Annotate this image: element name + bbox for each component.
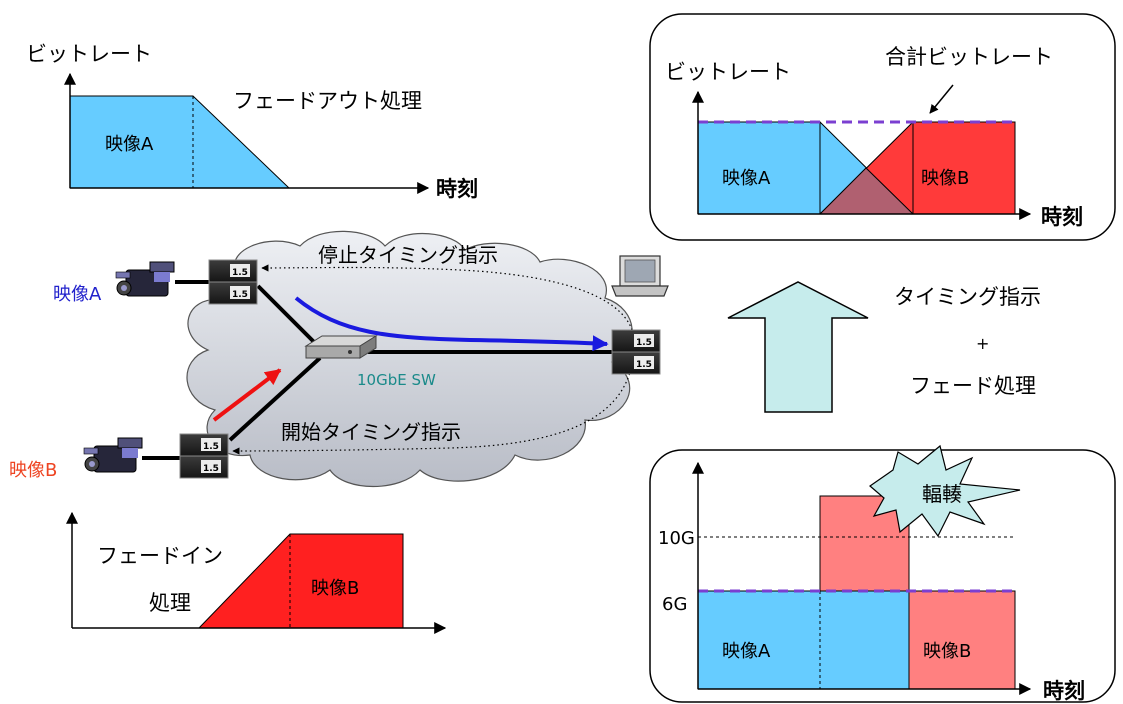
top-right-xlabel: 時刻 [1041,205,1083,229]
process-arrow: タイミング指示 + フェード処理 [727,281,1041,413]
fadeout-title: フェードアウト処理 [233,89,422,113]
bottom-right-panel: 輻輳 10G 6G 映像A 映像B 時刻 [649,444,1116,703]
fadeout-region-label: 映像A [105,134,154,155]
camera-a-icon [115,261,175,297]
video-b-flow-arrow [212,368,282,422]
stop-instruction-curve [261,264,633,331]
camera-b-icon [83,437,143,473]
network-cloud [186,230,633,487]
fadeout-chart: ビットレート フェードアウト処理 映像A 時刻 [26,42,478,201]
device-box-dest: 1.5 1.5 [611,329,661,375]
svg-text:1.5: 1.5 [636,360,652,370]
fadein-title-line2: 処理 [149,591,191,615]
stop-instruction-label: 停止タイミング指示 [318,243,498,267]
fadein-chart: フェードイン 処理 映像B [66,511,447,634]
device-box-a: 1.5 1.5 [208,259,258,305]
source-b-label: 映像B [9,460,57,481]
switch-device [304,335,378,359]
bottom-right-region-b [908,590,1016,690]
fadein-region-video-b [197,533,404,629]
network-diagram: 10GbE SW 1.5 1.5 1.5 1.5 1.5 1.5 [9,230,669,487]
top-right-region-b [912,121,1016,215]
top-right-region-a [697,121,821,215]
link-b-switch [228,356,322,442]
top-right-ylabel: ビットレート [665,60,791,84]
top-right-panel: ビットレート 合計ビットレート 映像A 映像B 時刻 [649,13,1116,241]
top-right-label-b: 映像B [921,168,969,189]
link-a-switch [256,284,322,350]
device-box-b: 1.5 1.5 [179,433,229,479]
tick-6g: 6G [662,594,687,615]
bottom-right-label-b: 映像B [923,641,971,662]
fadein-title-line1: フェードイン [97,544,223,568]
svg-text:1.5: 1.5 [203,464,219,474]
laptop-icon [611,255,669,297]
start-instruction-label: 開始タイミング指示 [281,420,461,444]
switch-label: 10GbE SW [357,371,436,389]
bottom-right-xlabel: 時刻 [1043,679,1085,703]
fadeout-ylabel: ビットレート [26,42,152,66]
arrow-text-line3: フェード処理 [910,374,1036,398]
arrow-text-line1: タイミング指示 [894,285,1041,309]
tick-10g: 10G [658,528,695,549]
fadeout-xlabel: 時刻 [436,177,478,201]
bottom-right-region-a [697,590,910,690]
svg-text:1.5: 1.5 [232,290,248,300]
svg-text:1.5: 1.5 [232,268,248,278]
congestion-label: 輻輳 [922,482,962,506]
top-right-total-label: 合計ビットレート [885,45,1053,69]
congestion-burst [869,444,1021,538]
total-pointer-arrow [929,84,954,114]
top-right-label-a: 映像A [722,168,771,189]
bottom-right-label-a: 映像A [722,641,771,662]
up-arrow-shape [727,281,869,413]
fadein-region-label: 映像B [311,578,359,599]
video-a-flow-arrow [294,296,609,352]
svg-text:1.5: 1.5 [636,338,652,348]
arrow-text-line2: + [976,334,989,353]
bottom-right-region-b-congestion [819,495,910,592]
svg-text:1.5: 1.5 [203,442,219,452]
source-a-label: 映像A [53,284,102,305]
